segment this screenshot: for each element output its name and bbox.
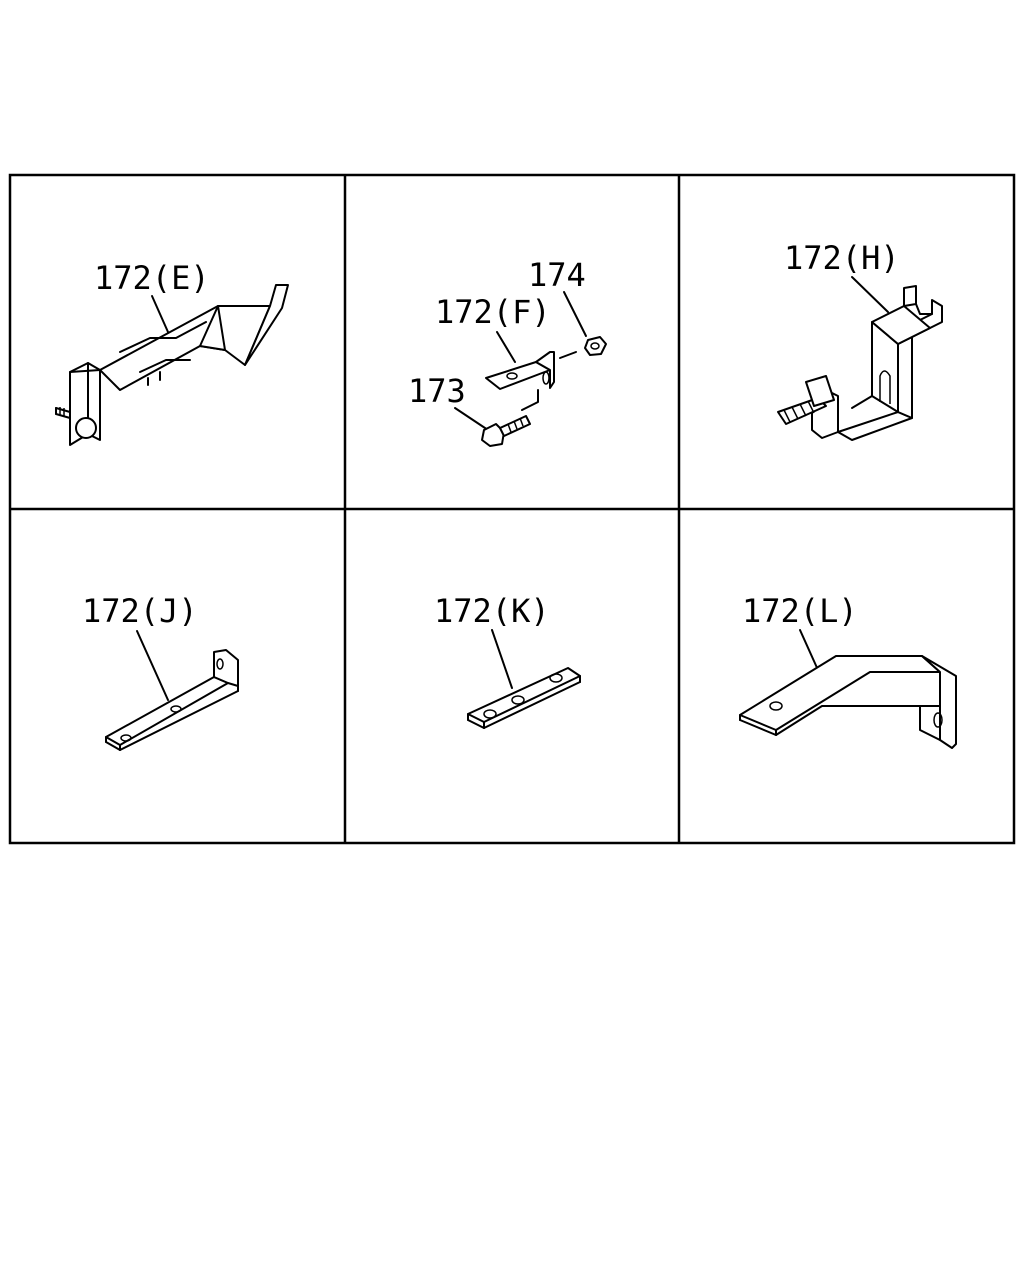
panel-172h: 172(H) — [777, 239, 943, 441]
panel-grid — [8, 173, 1016, 845]
nut-174 — [584, 336, 607, 356]
bracket-172l — [739, 655, 957, 749]
bolt-173 — [481, 415, 531, 447]
part-label-174: 174 — [528, 256, 586, 294]
leader-174 — [563, 291, 587, 337]
bracket-172h — [811, 285, 943, 441]
stud-172h — [777, 375, 835, 425]
bracket-172e — [55, 284, 289, 446]
panel-172l: 172(L) — [739, 592, 957, 749]
bracket-172k — [467, 667, 581, 729]
panel-172k: 172(K) — [434, 592, 581, 729]
leader-172h — [851, 276, 889, 313]
leader-172k — [491, 629, 513, 689]
leader-172l — [799, 629, 819, 671]
part-label-172h: 172(H) — [784, 239, 900, 277]
part-label-172e: 172(E) — [94, 259, 210, 297]
bracket-172f — [485, 351, 577, 411]
part-label-172k: 172(K) — [434, 592, 550, 630]
bracket-172j — [105, 649, 239, 751]
panel-172j: 172(J) — [82, 592, 239, 751]
leader-173 — [454, 407, 489, 431]
leader-172e — [151, 295, 169, 333]
part-label-173: 173 — [408, 372, 466, 410]
leader-172j — [136, 630, 169, 701]
part-label-172l: 172(L) — [742, 592, 858, 630]
part-label-172j: 172(J) — [82, 592, 198, 630]
leader-172f — [496, 331, 516, 363]
panel-172f: 172(F) 174 173 — [408, 256, 607, 447]
part-label-172f: 172(F) — [435, 293, 551, 331]
panel-172e: 172(E) — [55, 259, 289, 446]
